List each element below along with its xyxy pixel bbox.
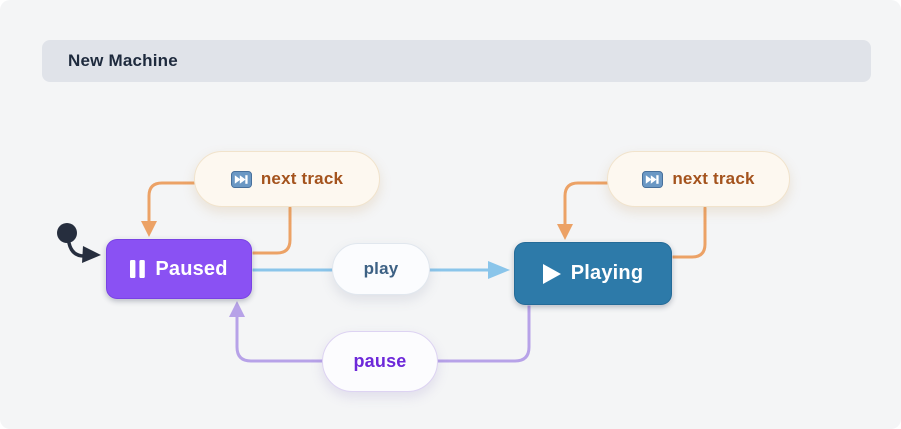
event-pause[interactable]: pause [322, 331, 438, 392]
pause-icon [130, 260, 146, 278]
edge-next-track-right-arrowhead [557, 224, 573, 240]
edge-next-track-left-arrowhead [141, 221, 157, 237]
edge-next-track-left-in [147, 181, 196, 223]
play-icon [542, 263, 561, 284]
event-next-track-playing[interactable]: next track [607, 151, 790, 207]
event-pause-label: pause [353, 351, 407, 371]
next-track-icon [642, 170, 664, 188]
state-paused-label: Paused [155, 257, 228, 280]
event-play-label: play [363, 259, 399, 278]
edge-next-track-left-out [251, 206, 292, 255]
initial-state-arrowhead [82, 246, 101, 263]
edge-next-track-right-out [671, 206, 707, 259]
machine-title: New Machine [68, 51, 178, 70]
state-paused[interactable]: Paused [106, 239, 252, 299]
initial-state-curve [67, 241, 86, 258]
state-playing[interactable]: Playing [514, 242, 672, 305]
edge-play-arrowhead [488, 261, 510, 279]
event-next-track-playing-label: next track [672, 169, 755, 188]
state-playing-label: Playing [570, 262, 644, 284]
machine-header[interactable]: New Machine [42, 40, 871, 82]
edge-pause-arrowhead [229, 301, 245, 317]
event-next-track-paused[interactable]: next track [194, 151, 380, 207]
initial-state-dot [57, 223, 77, 243]
event-next-track-paused-label: next track [260, 169, 344, 188]
edge-next-track-right-in [563, 181, 609, 226]
next-track-icon [230, 170, 252, 188]
event-play[interactable]: play [332, 243, 430, 295]
